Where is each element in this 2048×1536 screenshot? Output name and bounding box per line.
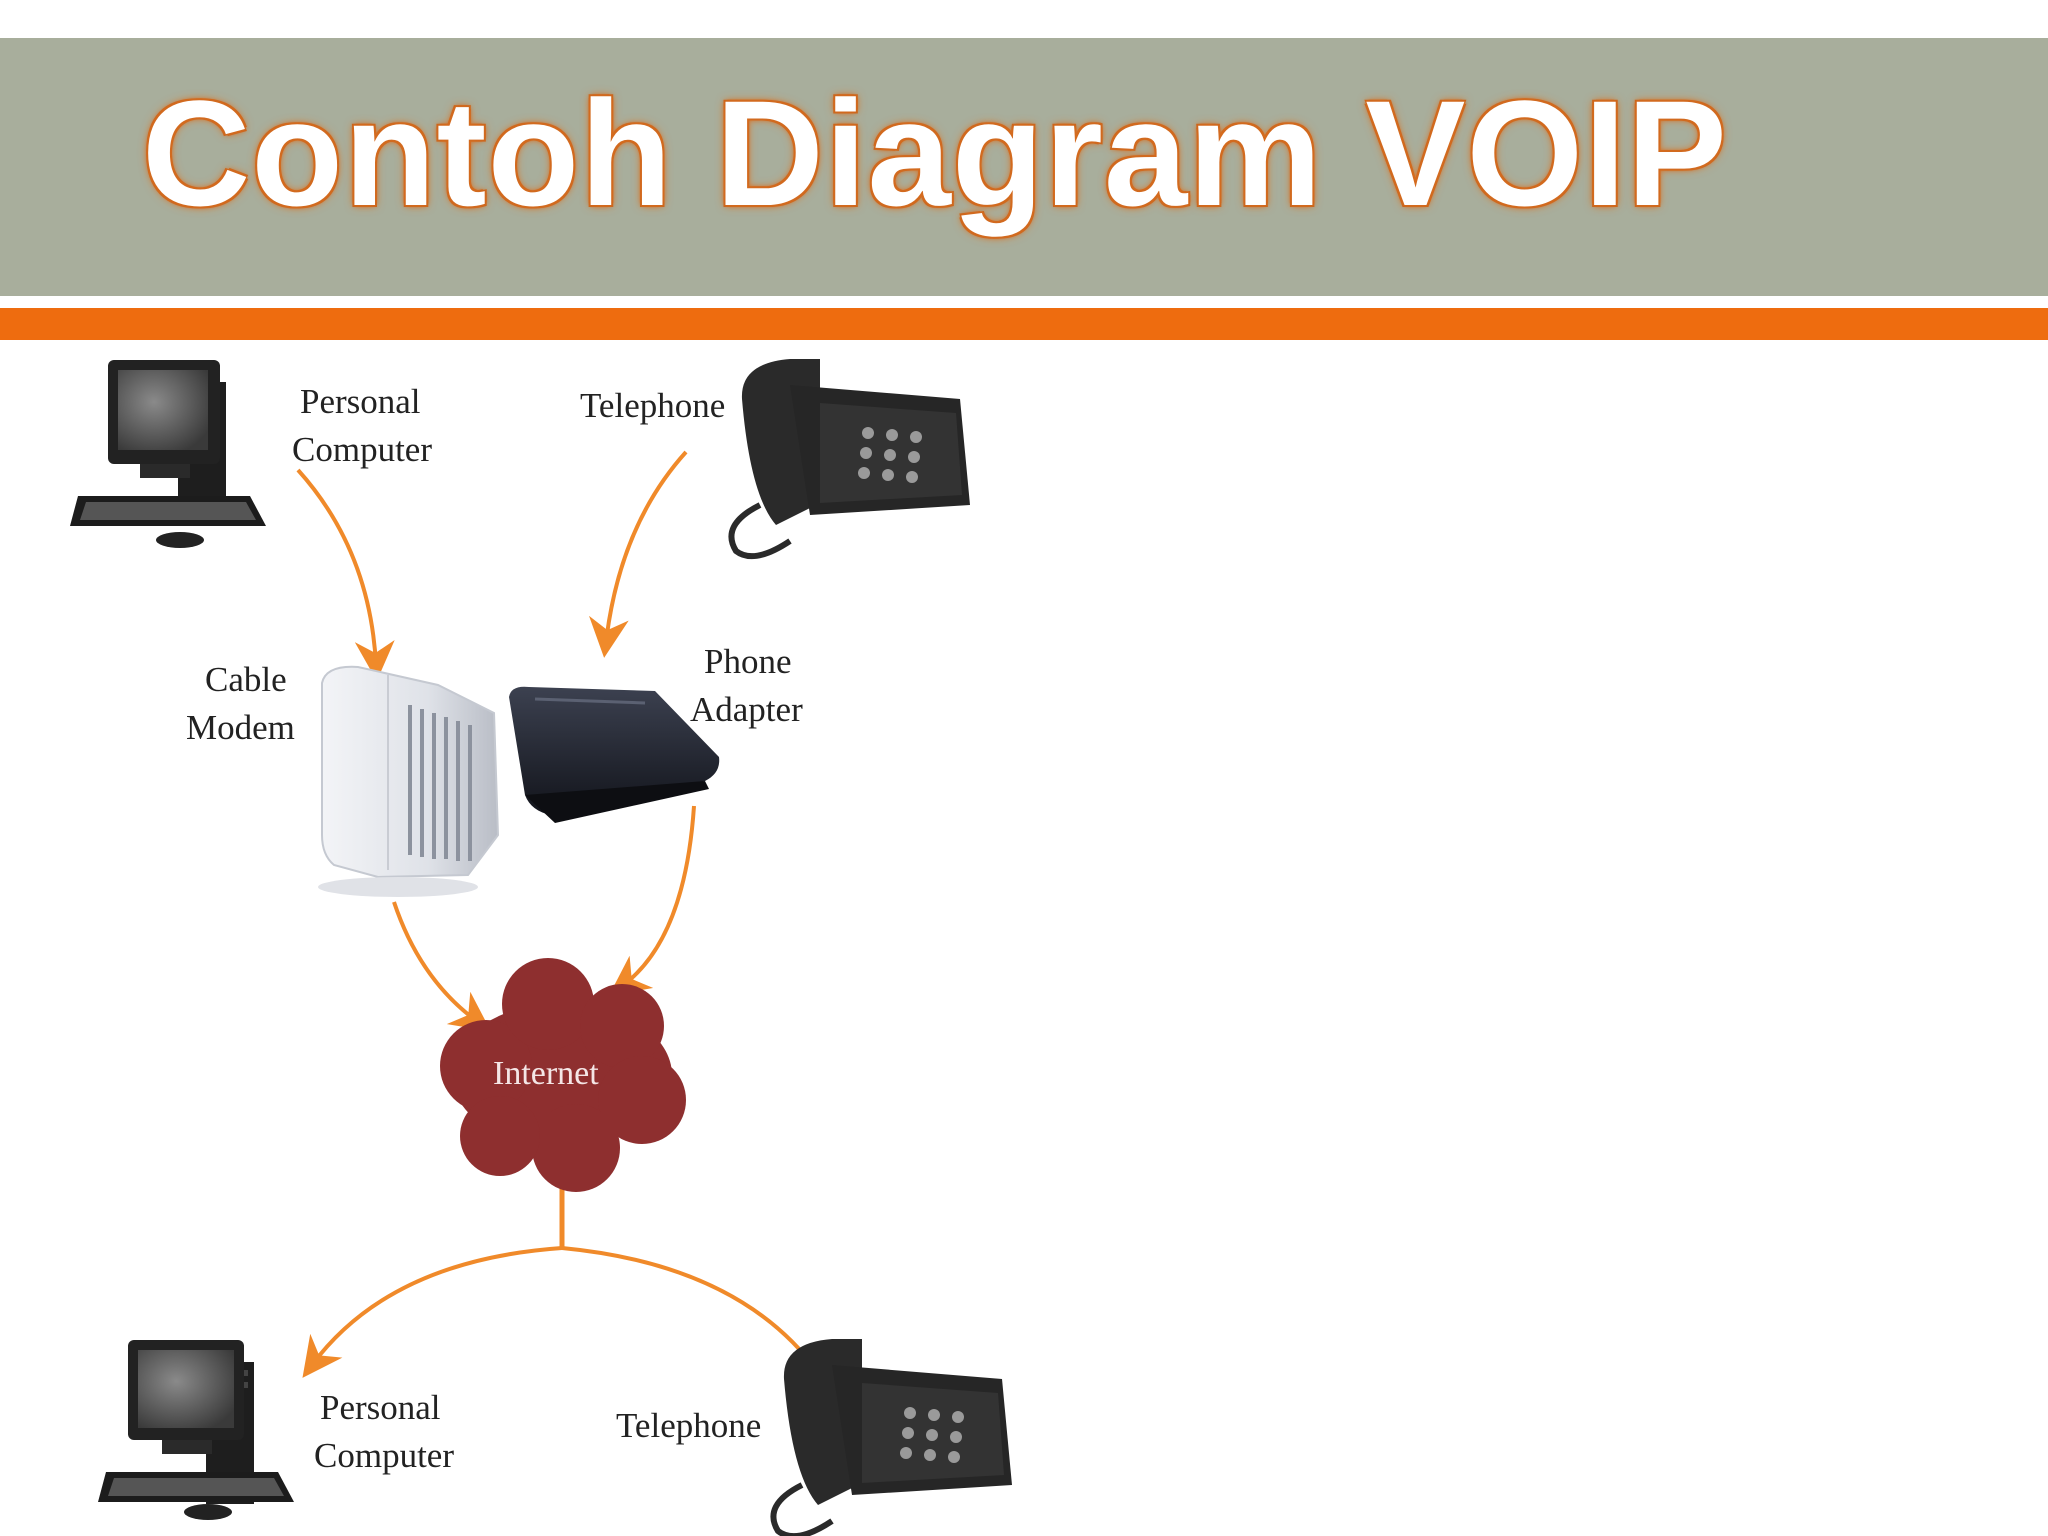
label-pc-bottom-line2: Computer (314, 1436, 454, 1475)
label-modem-line2: Modem (186, 708, 295, 747)
desktop-computer-icon (98, 1340, 294, 1520)
cable-modem-icon (318, 665, 500, 897)
label-pc-bottom-line1: Personal (320, 1388, 441, 1427)
desktop-computer-icon (70, 360, 266, 548)
cloud-icon (440, 958, 686, 1192)
accent-bar (0, 308, 2048, 340)
arrow-internet-to-pc (302, 1246, 563, 1378)
desk-telephone-icon (770, 1339, 1012, 1536)
label-adapter-line1: Phone (704, 642, 792, 681)
arrow-internet-to-phone (561, 1246, 828, 1385)
label-adapter-line2: Adapter (690, 690, 803, 729)
title-band (0, 38, 2048, 296)
arrow-modem-to-internet (392, 901, 491, 1032)
label-phone-top: Telephone (580, 386, 726, 425)
label-pc-top-line2: Computer (292, 430, 432, 469)
desk-telephone-icon (728, 359, 970, 560)
phone-adapter-icon (509, 686, 720, 823)
arrow-adapter-to-internet (609, 805, 696, 996)
label-pc-top-line1: Personal (300, 382, 421, 421)
label-phone-bottom: Telephone (616, 1406, 762, 1445)
arrow-phone-to-adapter (588, 450, 688, 658)
voip-diagram: Personal Computer Telephone Cable Modem … (0, 340, 2048, 1536)
arrow-pc-to-modem (296, 468, 395, 681)
label-internet: Internet (493, 1055, 599, 1092)
slide-title: Contoh Diagram VOIP (142, 69, 1728, 237)
label-modem-line1: Cable (205, 660, 287, 699)
